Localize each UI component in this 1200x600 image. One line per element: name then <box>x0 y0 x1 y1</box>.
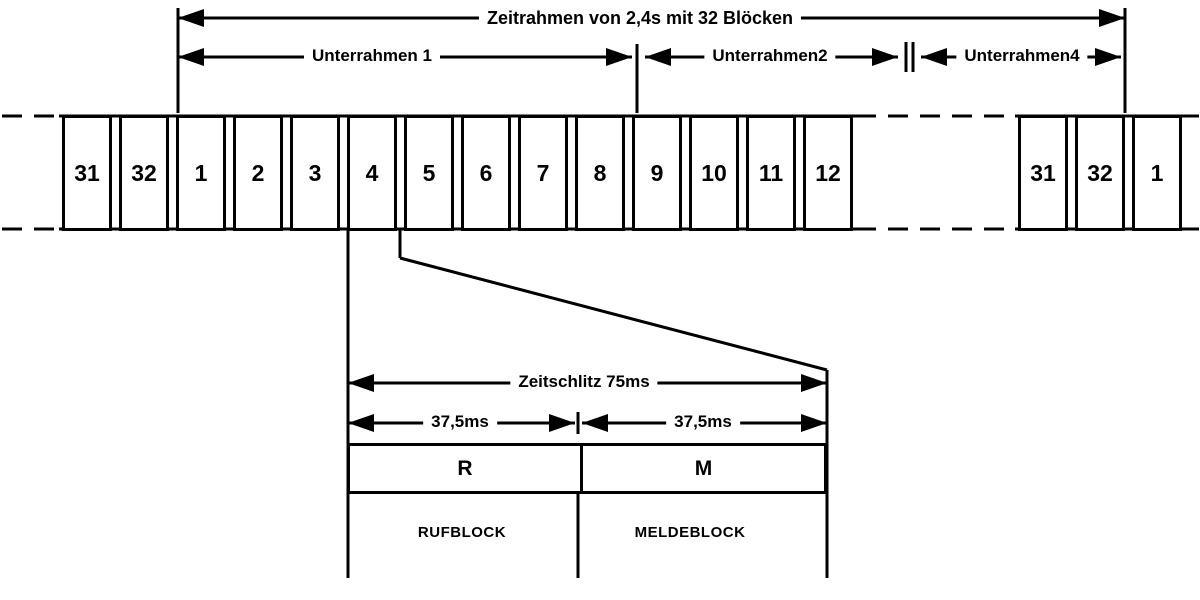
block: 3 <box>290 115 340 231</box>
block-label: 11 <box>758 159 784 186</box>
block: 10 <box>689 115 739 231</box>
block: 12 <box>803 115 853 231</box>
zoom-connector-lines <box>346 229 829 578</box>
block: 31 <box>62 115 112 231</box>
block: 8 <box>575 115 625 231</box>
block-label: 4 <box>365 159 379 186</box>
meldeblock-cell-label: M <box>694 456 713 480</box>
block: 6 <box>461 115 511 231</box>
block-label: 1 <box>194 159 208 186</box>
rufblock-cell-label: R <box>457 456 473 480</box>
block: 1 <box>176 115 226 231</box>
block-label: 10 <box>701 159 727 186</box>
block: 1 <box>1132 115 1182 231</box>
block: 11 <box>746 115 796 231</box>
block-label: 8 <box>593 159 607 186</box>
block-label: 3 <box>308 159 322 186</box>
block: 31 <box>1018 115 1068 231</box>
timeframe-label: Zeitrahmen von 2,4s mit 32 Blöcken <box>478 8 802 28</box>
meldeblock-caption: MELDEBLOCK <box>634 524 746 541</box>
subframe4-label: Unterrahmen4 <box>956 46 1088 66</box>
block: 2 <box>233 115 283 231</box>
meldeblock-cell: M <box>583 446 824 491</box>
block-label: 32 <box>1087 159 1113 186</box>
block-label: 12 <box>815 159 841 186</box>
block: 9 <box>632 115 682 231</box>
subframe2-label: Unterrahmen2 <box>704 46 836 66</box>
halfslot-left-label: 37,5ms <box>423 412 497 432</box>
block-label: 5 <box>422 159 436 186</box>
block: 32 <box>119 115 169 231</box>
halfslot-right-label: 37,5ms <box>666 412 740 432</box>
subframe1-label: Unterrahmen 1 <box>304 46 440 66</box>
rufblock-caption: RUFBLOCK <box>417 524 507 541</box>
block-label: 31 <box>74 159 100 186</box>
timeslot-label: Zeitschlitz 75ms <box>510 372 658 392</box>
block-label: 7 <box>536 159 550 186</box>
block-label: 1 <box>1150 159 1164 186</box>
block: 32 <box>1075 115 1125 231</box>
timeslot-box: R M <box>347 443 827 494</box>
block: 5 <box>404 115 454 231</box>
block: 4 <box>347 115 397 231</box>
block-label: 32 <box>131 159 157 186</box>
break-marks <box>904 42 915 72</box>
block-label: 9 <box>650 159 664 186</box>
block: 7 <box>518 115 568 231</box>
block-label: 2 <box>251 159 265 186</box>
block-label: 6 <box>479 159 493 186</box>
cell-divider <box>580 446 583 491</box>
rufblock-cell: R <box>350 446 580 491</box>
block-label: 31 <box>1030 159 1056 186</box>
